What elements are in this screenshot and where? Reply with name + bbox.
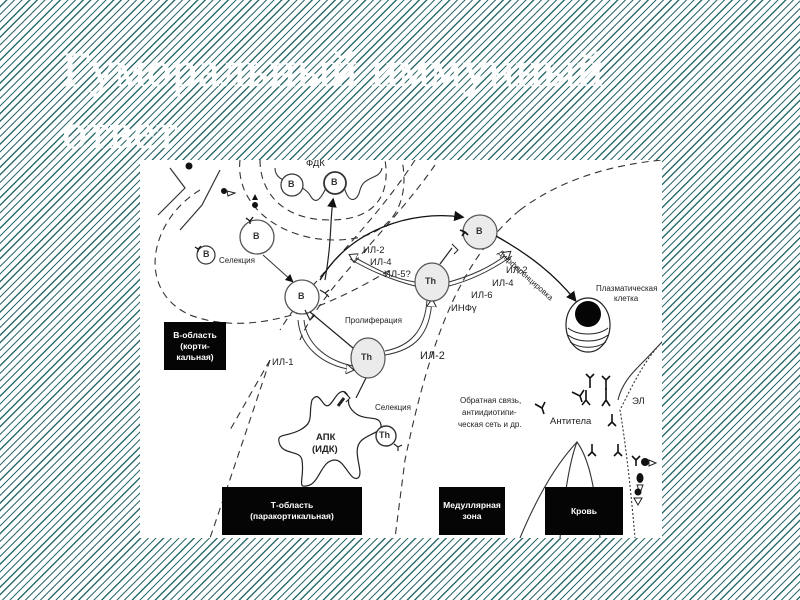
zone-medullary-line2: зона	[462, 511, 482, 521]
zone-blood-line1: Кровь	[570, 505, 598, 516]
zone-b-area-line3: кальная)	[176, 351, 214, 362]
zone-b-area: В-область (корти- кальная)	[164, 322, 226, 370]
right-cytokine-1: ИЛ-2	[506, 265, 528, 276]
selection-right-label: Селекция	[375, 403, 411, 412]
il2-bottom-label: ИЛ-2	[420, 350, 445, 362]
zone-medullary: Медуллярная зона	[439, 487, 505, 535]
b-cell-center	[284, 279, 320, 315]
apc-cell-shape	[278, 391, 382, 487]
diagram-graphics	[154, 160, 662, 538]
humoral-immune-response-diagram: ФДК B B B B B B Th Th Th АПК (ИДК) Селек…	[140, 160, 662, 538]
feedback-label-line1: Обратная связь,	[460, 396, 522, 405]
zone-t-area: Т-область (паракортикальная)	[222, 487, 362, 535]
right-cytokine-3: ИЛ-6	[471, 290, 493, 301]
right-cytokine-4: ИНФγ	[451, 303, 477, 314]
left-cytokine-2: ИЛ-4	[370, 257, 392, 268]
zone-medullary-line1: Медуллярная	[443, 500, 501, 510]
proliferation-label: Пролиферация	[345, 316, 402, 325]
antibodies-label: Антитела	[550, 416, 592, 427]
plasma-cell-icon	[565, 297, 611, 353]
feedback-label-line2: антиидиотипи-	[462, 408, 517, 417]
th-cell-center-label: Th	[361, 352, 372, 362]
th-cell-small-label: Th	[379, 430, 390, 440]
b-cell-small-label: B	[203, 249, 210, 259]
title-line-2: ответ	[62, 103, 179, 159]
zone-t-area-line1: Т-область	[270, 500, 314, 510]
b-cell-top	[239, 219, 275, 255]
slide-title: Гуморальный иммунный ответ	[62, 38, 662, 162]
zone-b-area-line2: (корти-	[180, 340, 210, 351]
th-cell-upper-label: Th	[425, 276, 436, 286]
el-label: ЭЛ	[632, 396, 645, 407]
fdk-label: ФДК	[306, 160, 325, 169]
fdk-b-cell-2	[323, 171, 347, 195]
fdk-b-cell-1	[280, 173, 304, 197]
selection-left-label: Селекция	[219, 256, 255, 265]
feedback-label-line3: ческая сеть и др.	[458, 420, 522, 429]
title-line-1: Гуморальный иммунный	[62, 41, 604, 97]
left-cytokine-3: ИЛ-5?	[384, 269, 411, 280]
b-cell-top-label: B	[253, 231, 260, 241]
right-cytokine-2: ИЛ-4	[492, 278, 514, 289]
left-cytokine-1: ИЛ-2	[363, 245, 385, 256]
zone-blood: Кровь	[545, 487, 623, 535]
plasma-cell-label-line1: Плазматическая	[596, 284, 658, 293]
zone-b-area-line1: В-область	[173, 329, 217, 340]
fdk-b-cell-2-label: B	[331, 177, 338, 187]
b-cell-small	[196, 245, 216, 265]
il1-label: ИЛ-1	[272, 357, 294, 368]
plasma-cell-label-line2: клетка	[614, 294, 639, 303]
b-cell-right-label: B	[476, 226, 483, 236]
th-cell-small	[375, 425, 397, 447]
fdk-b-cell-1-label: B	[288, 179, 295, 189]
zone-t-area-line2: (паракортикальная)	[250, 511, 334, 521]
apc-label-line1: АПК	[316, 432, 336, 443]
b-cell-center-label: B	[298, 291, 305, 301]
th-cell-center	[350, 337, 386, 379]
vessel-lines	[157, 167, 221, 231]
apc-label-line2: (ИДК)	[312, 444, 338, 455]
antibody-icons	[534, 373, 641, 466]
particle-icon	[185, 162, 193, 170]
